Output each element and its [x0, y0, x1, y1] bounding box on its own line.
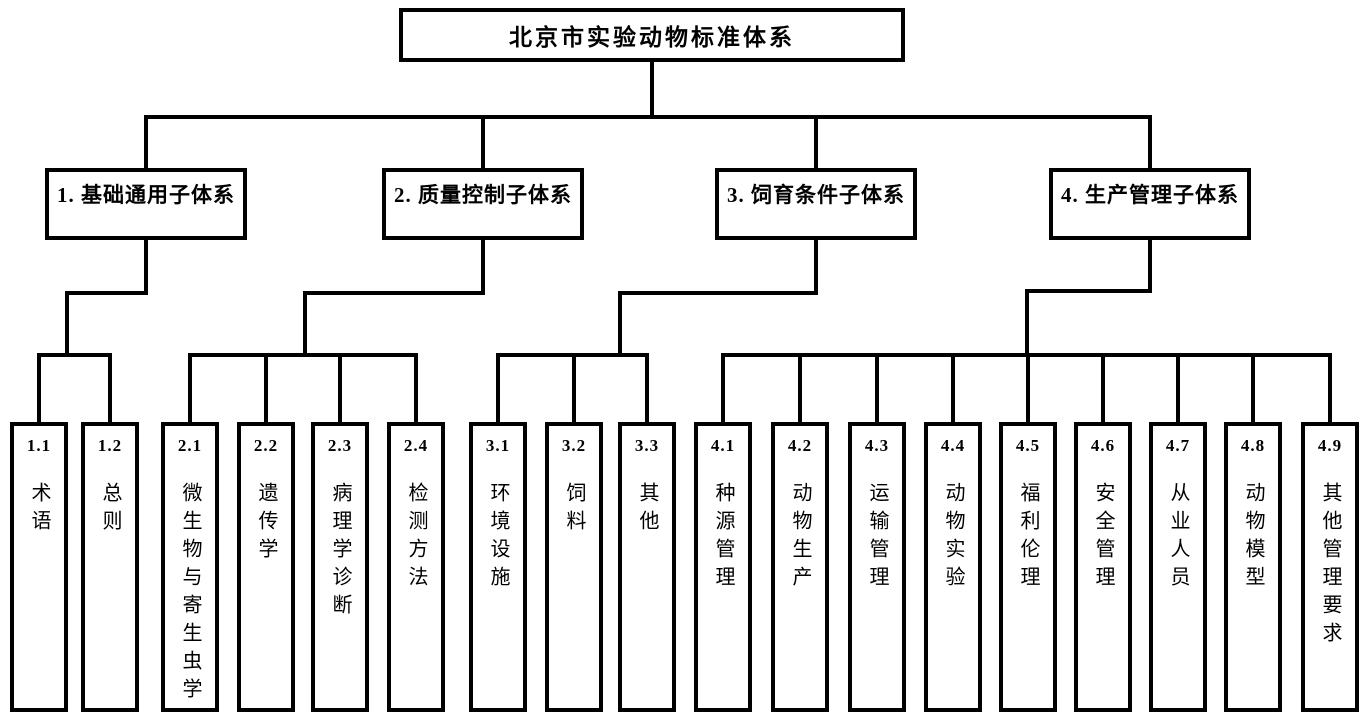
leaf-code: 4.2 [787, 436, 813, 455]
leaf-node-4-7: 4.7 从业人员 [1149, 422, 1207, 712]
leaf-code: 3.2 [561, 436, 587, 455]
leaf-label: 微生物与寄生虫学 [179, 482, 201, 706]
leaf-code: 4.5 [1015, 436, 1041, 455]
leaf-label: 其他管理要求 [1319, 482, 1341, 650]
leaf-node-3-2: 3.2 饲料 [545, 422, 603, 712]
leaf-label: 动物实验 [942, 482, 964, 594]
leaf-node-2-1: 2.1 微生物与寄生虫学 [161, 422, 219, 712]
subsystem-node-2: 2. 质量控制子体系 [382, 168, 584, 240]
leaf-label: 遗传学 [255, 482, 277, 566]
leaf-node-4-9: 4.9 其他管理要求 [1301, 422, 1359, 712]
leaf-label: 动物生产 [789, 482, 811, 594]
leaf-code: 2.4 [403, 436, 429, 455]
leaf-label: 病理学诊断 [329, 482, 351, 622]
leaf-code: 1.2 [97, 436, 123, 455]
subsystem-node-1-label: 1. 基础通用子体系 [57, 183, 235, 207]
subsystem-node-2-label: 2. 质量控制子体系 [394, 183, 572, 207]
connector-subsystem-1 [37, 236, 148, 426]
leaf-code: 3.3 [634, 436, 660, 455]
leaf-code: 2.1 [177, 436, 203, 455]
leaf-code: 4.6 [1090, 436, 1116, 455]
leaf-label: 饲料 [563, 482, 585, 538]
connector-subsystem-2 [188, 236, 485, 426]
leaf-code: 3.1 [485, 436, 511, 455]
leaf-node-4-4: 4.4 动物实验 [924, 422, 982, 712]
subsystem-node-4: 4. 生产管理子体系 [1049, 168, 1251, 240]
leaf-code: 4.8 [1240, 436, 1266, 455]
leaf-node-4-8: 4.8 动物模型 [1224, 422, 1282, 712]
leaf-label: 种源管理 [712, 482, 734, 594]
subsystem-node-1: 1. 基础通用子体系 [45, 168, 247, 240]
leaf-label: 总则 [99, 482, 121, 538]
leaf-node-2-2: 2.2 遗传学 [237, 422, 295, 712]
leaf-node-1-2: 1.2 总则 [81, 422, 139, 712]
leaf-label: 福利伦理 [1017, 482, 1039, 594]
leaf-node-3-3: 3.3 其他 [618, 422, 676, 712]
connector-root-rail [144, 58, 1152, 172]
leaf-node-1-1: 1.1 术语 [10, 422, 68, 712]
leaf-label: 术语 [28, 482, 50, 538]
subsystem-node-4-label: 4. 生产管理子体系 [1061, 183, 1239, 207]
leaf-code: 4.3 [864, 436, 890, 455]
leaf-code: 4.4 [940, 436, 966, 455]
leaf-label: 从业人员 [1167, 482, 1189, 594]
leaf-label: 检测方法 [405, 482, 427, 594]
leaf-code: 2.3 [327, 436, 353, 455]
leaf-code: 1.1 [26, 436, 52, 455]
leaf-node-4-6: 4.6 安全管理 [1074, 422, 1132, 712]
leaf-node-4-2: 4.2 动物生产 [771, 422, 829, 712]
leaf-node-2-3: 2.3 病理学诊断 [311, 422, 369, 712]
leaf-code: 4.9 [1317, 436, 1343, 455]
connector-subsystem-4 [721, 236, 1332, 426]
connector-subsystem-3 [496, 236, 818, 426]
leaf-node-3-1: 3.1 环境设施 [469, 422, 527, 712]
leaf-node-4-3: 4.3 运输管理 [848, 422, 906, 712]
leaf-node-2-4: 2.4 检测方法 [387, 422, 445, 712]
leaf-code: 2.2 [253, 436, 279, 455]
subsystem-node-3: 3. 饲育条件子体系 [715, 168, 917, 240]
leaf-label: 运输管理 [866, 482, 888, 594]
leaf-code: 4.1 [710, 436, 736, 455]
leaf-node-4-1: 4.1 种源管理 [694, 422, 752, 712]
leaf-label: 环境设施 [487, 482, 509, 594]
subsystem-node-3-label: 3. 饲育条件子体系 [727, 183, 905, 207]
leaf-label: 其他 [636, 482, 658, 538]
leaf-label: 安全管理 [1092, 482, 1114, 594]
leaf-label: 动物模型 [1242, 482, 1264, 594]
root-node-label: 北京市实验动物标准体系 [509, 25, 795, 50]
root-node: 北京市实验动物标准体系 [399, 8, 905, 62]
leaf-node-4-5: 4.5 福利伦理 [999, 422, 1057, 712]
leaf-code: 4.7 [1165, 436, 1191, 455]
